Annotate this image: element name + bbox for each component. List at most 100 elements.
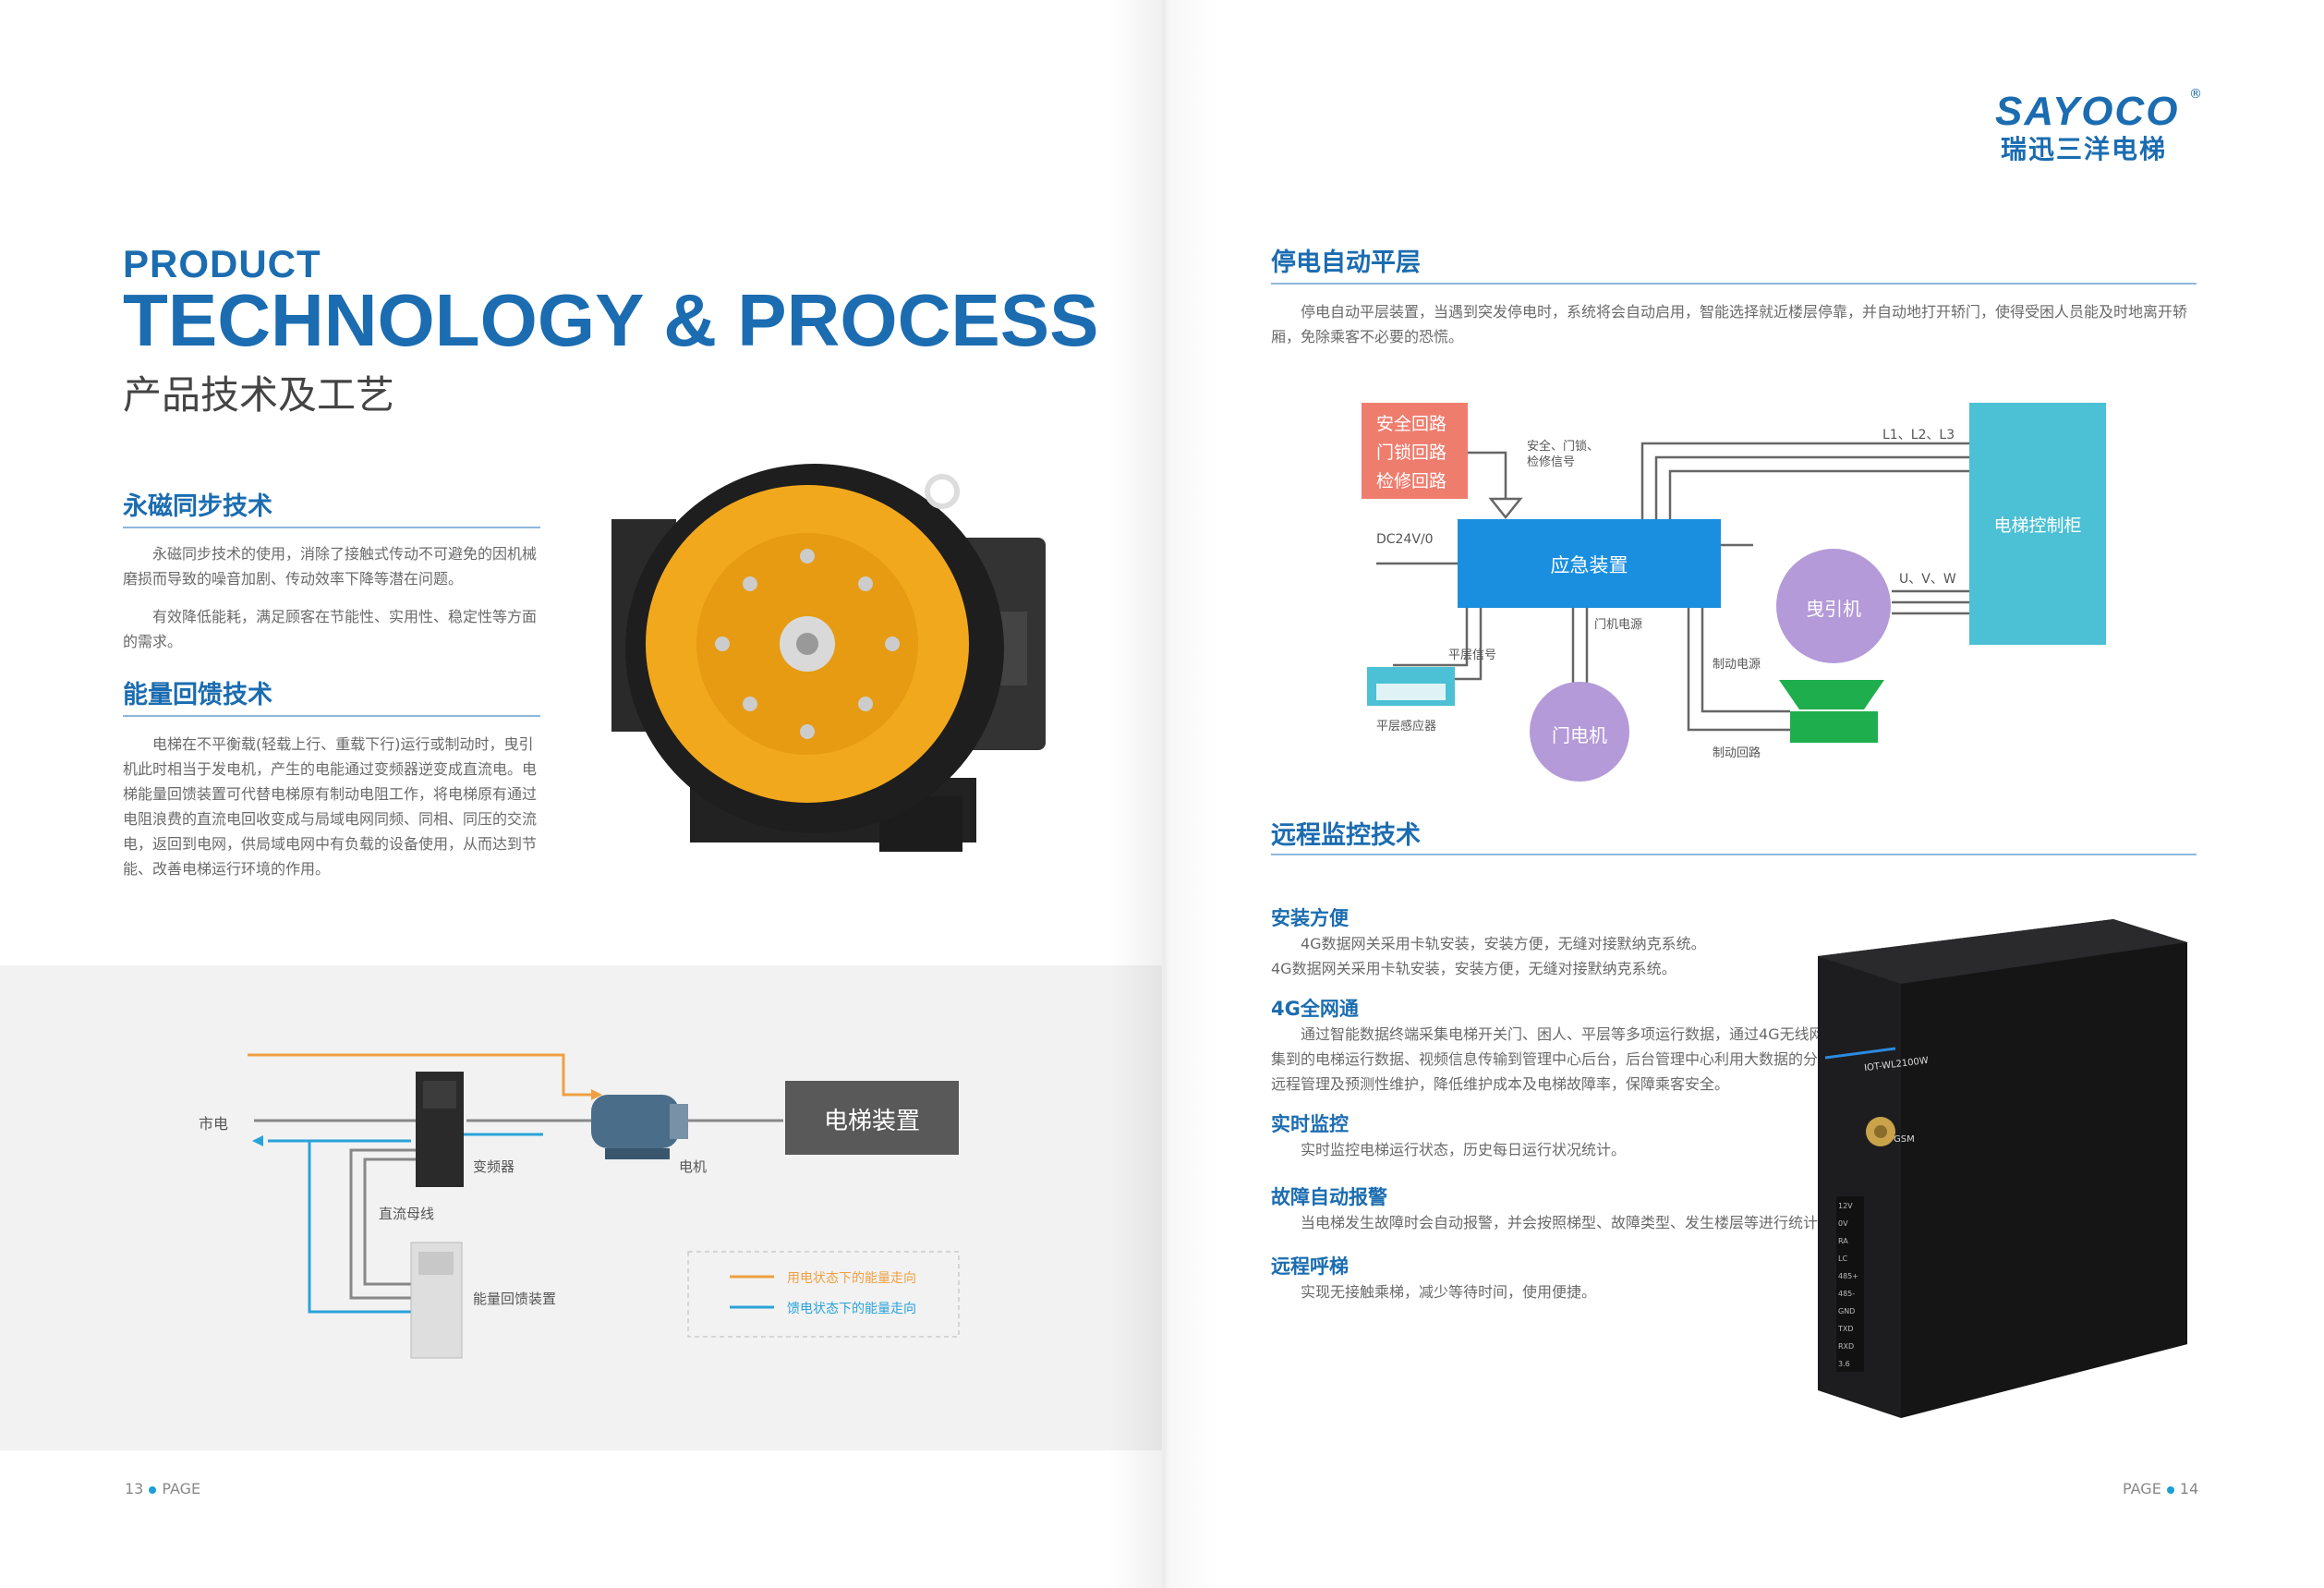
label-elevator-device: 电梯装置: [823, 1108, 920, 1135]
bolt: [858, 576, 873, 591]
pin-label: 485-: [1838, 1290, 1856, 1298]
pin-label: 0V: [1838, 1219, 1848, 1228]
traction-machine-image: [611, 464, 1046, 852]
bolt: [715, 636, 730, 651]
level-sensor-slot: [1376, 684, 1446, 700]
brand-logo-cn: 瑞迅三洋电梯: [2001, 134, 2168, 164]
bolt: [800, 724, 815, 739]
pin-label: LC: [1838, 1255, 1848, 1263]
traction-machine-label: 曳引机: [1806, 598, 1861, 620]
blue-flow-line: [308, 1141, 411, 1314]
right-page: SAYOCO ® 瑞迅三洋电梯 停电自动平层 停电自动平层装置，当遇到突发停电时…: [1162, 0, 2324, 1588]
level-sensor-label: 平层感应器: [1376, 720, 1437, 733]
feature-item: 安装方便 4G数据网关采用卡轨安装，安装方便，无缝对接默纳克系统。 4G数据网关…: [1271, 903, 1885, 981]
motor-hub-center: [796, 633, 818, 655]
section-rule: [123, 715, 540, 717]
device-gsm-label: GSM: [1894, 1134, 1915, 1145]
safety-signal-text: 安全、门锁、: [1527, 440, 1600, 454]
control-cabinet-box: [1969, 403, 2106, 645]
emergency-device-label: 应急装置: [1550, 554, 1628, 576]
feature-item: 实时监控 实时监控电梯运行状态，历史每日运行状况统计。: [1271, 1109, 1885, 1162]
motor-image: [591, 1095, 679, 1148]
safety-signal-text: 检修信号: [1527, 455, 1576, 469]
pin-label: 485+: [1838, 1272, 1858, 1280]
feature-text: 实现无接触乘梯，减少等待时间，使用便捷。: [1301, 1283, 1597, 1301]
bolt: [743, 697, 757, 711]
legend-label-orange: 用电状态下的能量走向: [787, 1271, 916, 1286]
heading-kicker: PRODUCT: [123, 242, 321, 285]
paragraph: 电梯在不平衡载(轻载上行、重载下行)运行或制动时，曳引机此时相当于发电机，产生的…: [123, 735, 538, 878]
traction-machine-circle: [1776, 549, 1891, 663]
iot-gateway-device-image: [1818, 919, 2187, 1418]
emergency-leveling-diagram: [1362, 403, 2106, 782]
feature-title: 远程呼梯: [1271, 1255, 1349, 1278]
legend-label-blue: 馈电状态下的能量走向: [787, 1302, 916, 1316]
section-rule: [1271, 283, 2197, 285]
l123-line: [1654, 455, 1969, 519]
door-motor-label: 门电机: [1552, 724, 1607, 746]
label-motor: 电机: [679, 1158, 708, 1175]
pin-label: TXD: [1838, 1325, 1854, 1333]
energy-feedback-diagram: [248, 1053, 960, 1359]
elevator-device-box: [785, 1081, 959, 1155]
feature-item: 4G全网通 通过智能数据终端采集电梯开关门、困人、平层等多项运行数据，通过4G无…: [1271, 994, 1885, 1097]
brake-power-label: 制动电源: [1713, 658, 1761, 672]
paragraph: 有效降低能耗，满足顾客在节能性、实用性、稳定性等方面的需求。: [123, 608, 538, 650]
brake-device-top: [1779, 680, 1884, 709]
inverter-panel: [423, 1081, 456, 1109]
dc-bus-line: [349, 1148, 416, 1300]
legend-box: [687, 1251, 960, 1338]
brake-loop-line: [1701, 608, 1790, 713]
orange-flow-line: [248, 1053, 591, 1097]
paragraph: 停电自动平层装置，当遇到突发停电时，系统将会自动启用，智能选择就近楼层停靠，并自…: [1271, 303, 2188, 345]
safety-signal-line: [1468, 451, 1507, 506]
device-top: [1818, 919, 2187, 984]
safety-circuit-labels: 安全回路 门锁回路 检修回路: [1376, 410, 1446, 496]
page-dot-icon: [2166, 1485, 2174, 1494]
feature-item: 故障自动报警 当电梯发生故障时会自动报警，并会按照梯型、故障类型、发生楼层等进行…: [1271, 1182, 1885, 1235]
section-title-energy-feedback: 能量回馈技术: [123, 681, 272, 709]
page-dot-icon: [149, 1485, 157, 1494]
dc24-label: DC24V/0: [1376, 532, 1434, 547]
registered-mark: ®: [2189, 87, 2202, 102]
device-side: [1901, 942, 2187, 1418]
orange-arrow: [591, 1089, 602, 1100]
label-dc-bus: 直流母线: [379, 1206, 435, 1222]
safety-signal-arrow: [1488, 497, 1523, 520]
lifting-eye: [925, 474, 960, 509]
brand-logo-text: SAYOCO: [1995, 89, 2180, 134]
page-number-left: 13 PAGE: [125, 1480, 200, 1497]
section-title-pm-sync: 永磁同步技术: [123, 492, 272, 521]
level-signal-line: [1393, 608, 1469, 667]
page-label: PAGE: [2123, 1480, 2161, 1497]
page-headline-cn: 产品技术及工艺: [123, 372, 395, 418]
bolt: [885, 636, 900, 651]
left-page: PRODUCT TECHNOLOGY & PROCESS 产品技术及工艺 永磁同…: [0, 242, 1162, 1497]
label-feedback-unit: 能量回馈装置: [473, 1291, 557, 1307]
feature-text: 通过智能数据终端采集电梯开关门、困人、平层等多项运行数据，通过4G无线网络，将采…: [1271, 1025, 1883, 1093]
pin-label: RA: [1838, 1237, 1848, 1245]
feature-text: 当电梯发生故障时会自动报警，并会按照梯型、故障类型、发生楼层等进行统计。: [1301, 1214, 1834, 1231]
section-title-remote-monitoring: 远程监控技术: [1271, 821, 1421, 850]
pin-label: 3.6: [1838, 1360, 1850, 1368]
section-title-auto-leveling: 停电自动平层: [1271, 249, 1421, 277]
feature-text: 实时监控电梯运行状态，历史每日运行状况统计。: [1301, 1141, 1627, 1158]
bolt: [858, 697, 873, 711]
page-number: 13: [125, 1480, 144, 1497]
antenna-connector-core: [1874, 1125, 1887, 1138]
dc-bus-line: [363, 1158, 416, 1286]
safety-circuit-box: [1362, 403, 1468, 499]
motor-end: [670, 1104, 688, 1139]
page-label: PAGE: [162, 1480, 201, 1497]
feature-title: 实时监控: [1271, 1113, 1349, 1135]
brake-loop-label: 制动回路: [1713, 746, 1761, 760]
door-motor-circle: [1530, 682, 1629, 782]
page-number: 14: [2179, 1480, 2199, 1497]
feature-item: 远程呼梯 实现无接触乘梯，减少等待时间，使用便捷。: [1271, 1252, 1885, 1304]
device-pin-labels: 12V 0V RA LC 485+ 485- GND TXD RXD 3.6: [1838, 1197, 1858, 1373]
safety-line-1: 安全回路: [1376, 414, 1447, 434]
uvw-label: U、V、W: [1899, 572, 1956, 587]
feedback-diagram-band: 市电 变频器 电机 电梯装置 直流母线 能量回馈装置 用电状态下的能量走向 馈电…: [0, 965, 1162, 1450]
feature-text: 4G数据网关采用卡轨安装，安装方便，无缝对接默纳克系统。: [1301, 935, 1706, 952]
bolt: [800, 549, 815, 564]
